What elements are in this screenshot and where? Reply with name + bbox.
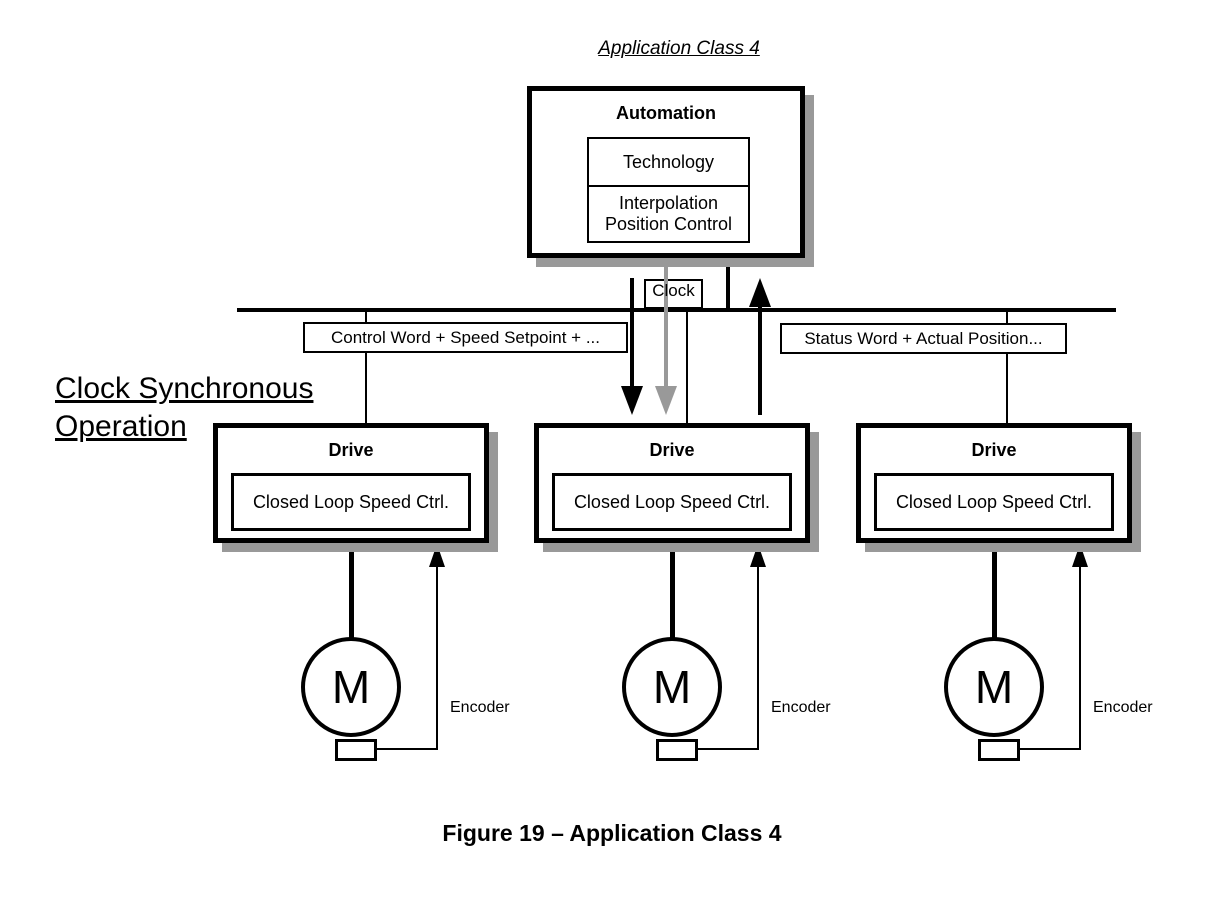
technology-box: Technology	[587, 137, 750, 187]
control-word-label-box: Control Word + Speed Setpoint + ...	[303, 322, 628, 353]
motor-circle: M	[622, 637, 722, 737]
closed-loop-speed-ctrl-box: Closed Loop Speed Ctrl.	[552, 473, 792, 531]
drive-box: Drive Closed Loop Speed Ctrl.	[213, 423, 489, 543]
drive-label: Drive	[328, 440, 374, 460]
encoder-feedback-line-v	[436, 563, 438, 750]
motor-shaft-line	[349, 543, 354, 639]
connector-line-drive3	[1006, 312, 1008, 423]
drive-box: Drive Closed Loop Speed Ctrl.	[534, 423, 810, 543]
encoder-label: Encoder	[450, 699, 510, 716]
bus-line	[237, 308, 1116, 312]
encoder-box	[656, 739, 698, 761]
drive-cluster-3: Drive Closed Loop Speed Ctrl. M Encoder	[856, 423, 1156, 783]
figure-title: Application Class 4	[598, 38, 760, 59]
motor-shaft-line	[670, 543, 675, 639]
connector-line-drive1	[365, 312, 367, 423]
side-note-line1: Clock Synchronous	[55, 372, 314, 405]
automation-label: Automation	[616, 103, 716, 123]
figure-caption: Figure 19 – Application Class 4	[442, 820, 782, 846]
drive-cluster-1: Drive Closed Loop Speed Ctrl. M Encoder	[213, 423, 513, 783]
clock-label: Clock	[652, 281, 695, 300]
encoder-feedback-line-h	[1020, 748, 1081, 750]
motor-shaft-line	[992, 543, 997, 639]
encoder-box	[335, 739, 377, 761]
motor-circle: M	[301, 637, 401, 737]
setpoint-down-arrow	[630, 278, 634, 388]
encoder-box	[978, 739, 1020, 761]
encoder-feedback-line-h	[698, 748, 759, 750]
side-note-line2: Operation	[55, 410, 187, 443]
clock-down-arrowhead-icon	[655, 386, 677, 415]
closed-loop-speed-ctrl-box: Closed Loop Speed Ctrl.	[874, 473, 1114, 531]
connector-line-automation	[726, 256, 730, 310]
encoder-feedback-line-h	[377, 748, 438, 750]
encoder-feedback-arrowhead-icon	[429, 544, 445, 567]
status-word-label-box: Status Word + Actual Position...	[780, 323, 1067, 354]
encoder-feedback-line-v	[757, 563, 759, 750]
clock-down-arrow	[664, 260, 668, 388]
drive-label: Drive	[971, 440, 1017, 460]
encoder-feedback-line-v	[1079, 563, 1081, 750]
clock-box	[644, 279, 703, 309]
encoder-label: Encoder	[771, 699, 831, 716]
encoder-label: Encoder	[1093, 699, 1153, 716]
drive-box: Drive Closed Loop Speed Ctrl.	[856, 423, 1132, 543]
side-note: Clock Synchronous Operation	[55, 370, 313, 446]
setpoint-down-arrowhead-icon	[621, 386, 643, 415]
status-up-arrowhead-icon	[749, 278, 771, 307]
encoder-feedback-arrowhead-icon	[1072, 544, 1088, 567]
status-up-arrow	[758, 305, 762, 415]
interpolation-position-control-box: Interpolation Position Control	[587, 185, 750, 243]
encoder-feedback-arrowhead-icon	[750, 544, 766, 567]
motor-circle: M	[944, 637, 1044, 737]
connector-line-drive2	[686, 312, 688, 423]
closed-loop-speed-ctrl-box: Closed Loop Speed Ctrl.	[231, 473, 471, 531]
automation-box: Automation Technology Interpolation Posi…	[527, 86, 805, 258]
drive-cluster-2: Drive Closed Loop Speed Ctrl. M Encoder	[534, 423, 834, 783]
drive-label: Drive	[649, 440, 695, 460]
